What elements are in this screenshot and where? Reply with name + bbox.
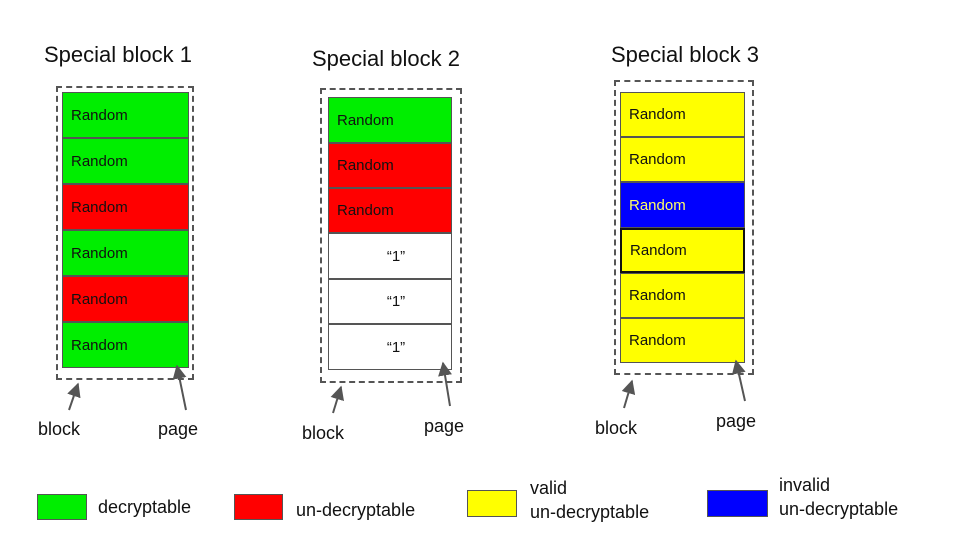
legend-line: un-decryptable [296,500,416,520]
block-3-block-arrow [621,379,636,409]
page-text: Random [629,287,686,304]
block-2-page: Random [328,143,452,188]
block-2-page-label: page [424,416,465,436]
page-text: “1” [386,338,406,356]
block-3-page: Random [620,273,745,318]
page-text: Random [337,111,394,129]
page-text: Random [630,242,687,259]
legend-label-decryptable: decryptable [98,495,191,519]
block-1-page-arrow [172,364,187,411]
block-3-page: Random [620,92,745,137]
block-1-page: Random [62,92,189,138]
block-1-page: Random [62,138,189,184]
page-text: Random [71,336,128,354]
legend-swatch-valid [467,490,517,517]
block-3-outline [614,80,754,375]
block-2-page: Random [328,188,452,233]
legend-label-undecryptable: un-decryptable [296,498,415,522]
legend-swatch-undecryptable [234,494,283,520]
block-1-title: Special block 1 [44,42,192,67]
block-1-page: Random [62,276,189,322]
legend-label-invalid: invalid un-decryptable [779,473,898,521]
block-2-page: “1” [328,324,452,370]
block-2-outline [320,88,462,383]
page-text: Random [71,106,128,124]
page-text: “1” [386,293,406,310]
block-1-block-arrow [67,382,81,411]
block-2-page: “1” [328,233,452,279]
page-text: Random [629,332,686,349]
legend-line: decryptable [98,497,192,517]
block-1-page-label: page [158,419,199,439]
block-3-page: Random [620,318,745,363]
page-text: “1” [386,247,406,265]
legend-line: un-decryptable [779,499,899,519]
block-3-page-arrow [731,359,746,402]
legend-line: invalid [779,475,831,495]
page-text: Random [337,157,394,174]
page-text: Random [71,290,128,308]
page-text: Random [71,198,128,216]
block-1-outline [56,86,194,380]
block-3-page: Random [620,182,745,228]
block-2-title: Special block 2 [312,46,460,71]
block-2-page: “1” [328,279,452,324]
block-3-title: Special block 3 [611,42,759,67]
legend-label-valid: valid un-decryptable [530,476,649,524]
block-3-page-label: page [716,411,757,431]
block-2-page: Random [328,97,452,143]
block-1-page: Random [62,230,189,276]
page-text: Random [629,106,686,123]
block-2-block-arrow [330,385,344,414]
page-text: Random [629,151,686,168]
page-text: Random [629,196,686,214]
block-1-block-label: block [38,419,81,439]
legend-swatch-decryptable [37,494,87,520]
page-text: Random [71,244,128,262]
page-text: Random [337,202,394,219]
block-3-page: Random [620,228,745,273]
block-3-page: Random [620,137,745,182]
block-2-block-label: block [302,423,345,443]
block-2-page-arrow [438,361,452,407]
legend-swatch-invalid [707,490,768,517]
block-1-page: Random [62,184,189,230]
legend-line: valid [530,478,568,498]
block-1-page: Random [62,322,189,368]
page-text: Random [71,152,128,170]
legend-line: un-decryptable [530,502,650,522]
block-3-block-label: block [595,418,638,438]
